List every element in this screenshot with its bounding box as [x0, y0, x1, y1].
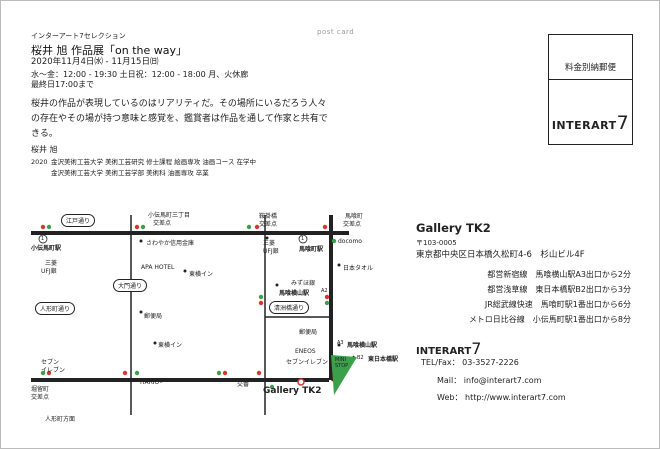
exit-label-a2: A2: [321, 288, 328, 294]
label-docomo: docomo: [338, 238, 362, 245]
access-map: [31, 215, 357, 415]
label-ufj-2: 三菱: [45, 260, 58, 267]
access-line-1: 都営新宿線 馬喰横山駅A3出口から2分: [487, 270, 631, 279]
label-apa-hotel: APA HOTEL: [141, 264, 175, 271]
label-mini-stop-b: STOP: [335, 363, 349, 369]
label-horidome-a: 堀留町: [31, 386, 50, 393]
contact-mail: Mail： info@interart7.com: [437, 376, 542, 385]
gallery-zip: 〒103-0005: [416, 239, 457, 247]
label-hario: HARIO: [140, 379, 160, 386]
education-text: 金沢美術工芸大学 美術工芸研究 修士課程 絵画専攻 油画コース 在学中: [51, 158, 257, 166]
station-area-green: [331, 355, 357, 395]
exhibition-title: 桜井 旭 作品展「on the way」: [31, 44, 187, 57]
gallery-marker: [297, 378, 305, 386]
access-line-2: 都営浅草線 東日本橋駅B2出口から3分: [487, 285, 631, 294]
traffic-signals: [40, 224, 337, 390]
label-bakuroyokoyama-station: 馬喰横山駅: [279, 290, 310, 297]
label-higashinihonbashi-station: 東日本橋駅: [368, 356, 399, 363]
road-label-kiyosu: 清洲橋通り: [269, 301, 310, 314]
label-seven-eleven-1: セブンイレブン: [286, 359, 329, 366]
road-label-edo: 江戸通り: [61, 214, 96, 227]
mail-link[interactable]: info@interart7.com: [463, 376, 542, 385]
gallery-name: Gallery TK2: [416, 221, 491, 235]
postage-stamp-box: 料金別納郵便 INTERART7: [548, 34, 633, 145]
exit-label-1b: 1: [301, 236, 305, 242]
label-mini-stop-a: MINI: [335, 357, 347, 363]
gallery-logo: INTERART7: [416, 339, 482, 358]
label-koban: 交番: [237, 381, 250, 388]
label-post-office-2: 郵便局: [299, 329, 318, 336]
label-gallery-on-map: Gallery TK2: [263, 386, 322, 396]
education-text: 金沢美術工芸大学 美術工芸学部 美術科 油画専攻 卒業: [51, 169, 209, 177]
contact-tel: TEL/Fax： 03-3527-2226: [421, 358, 519, 367]
label-mizuho-bank: みずほ銀: [291, 280, 316, 287]
label-sawayaka-bank: さわやか信用金庫: [146, 240, 195, 247]
road-label-ningyo: 人形町通り: [35, 302, 76, 315]
access-line-3: JR総武線快速 馬喰町駅1番出口から6分: [484, 300, 631, 309]
label-toyoko-inn-1: 東横イン: [189, 271, 214, 278]
label-eneos: ENEOS: [295, 348, 316, 355]
stamp-brand-logo: INTERART7: [551, 112, 630, 134]
education-year: 2020: [31, 158, 48, 166]
label-bakurocho-cross: 馬喰町: [345, 213, 364, 220]
label-ufj-2b: UFJ銀: [41, 268, 57, 275]
label-horidome-b: 交差点: [31, 394, 50, 401]
label-nihon-towel: 日本タオル: [343, 265, 374, 272]
web-link[interactable]: http://www.interart7.com: [465, 393, 566, 402]
label-kodenmacho-station: 小伝馬町駅: [31, 245, 62, 252]
label-ufj-1: 三菱: [263, 240, 276, 247]
contact-web: Web： http://www.interart7.com: [437, 393, 566, 402]
gallery-address: 東京都中央区日本橋久松町4-6 杉山ビル4F: [416, 250, 585, 260]
road-label-omon: 大門通り: [113, 279, 148, 292]
label-koshiten: 交差点: [259, 221, 278, 228]
exit-label-b2: B2: [357, 355, 364, 361]
last-day-hours: 最終日17:00まで: [31, 80, 95, 89]
label-koshiten: 交差点: [343, 221, 362, 228]
station-marker-1a: [38, 234, 48, 244]
label-seven-eleven-2b: イレブン: [41, 367, 66, 374]
label-koshiten: 交差点: [153, 220, 172, 227]
postcard-label: post card: [317, 28, 355, 36]
label-kodenmacho-sanchome: 小伝馬町三丁目: [148, 212, 191, 219]
label-toyoko-inn-2: 東横イン: [158, 342, 183, 349]
tel-value[interactable]: 03-3527-2226: [462, 358, 519, 367]
exit-label-1a: 1: [41, 236, 45, 242]
label-asakusabashi: 鞍掛橋: [259, 213, 278, 220]
station-marker-1b: [298, 234, 308, 244]
stamp-divider: [549, 79, 632, 80]
exhibition-dates: 2020年11月4日㈬ - 11月15日㈰: [31, 57, 159, 67]
postage-paid-label: 料金別納郵便: [564, 63, 616, 73]
label-bakuroyokoyama-a3: 馬喰横山駅: [347, 342, 378, 349]
series-title: インターアート7セレクション: [31, 32, 126, 40]
label-bakurocho-station: 馬喰町駅: [299, 246, 324, 253]
exhibition-description: 桜井の作品が表現しているのはリアリティだ。その場所にいるだろう人々の存在やその場…: [31, 99, 328, 139]
label-ningyocho-direction: 人形町方面: [45, 416, 76, 423]
artist-education-2: 金沢美術工芸大学 美術工芸学部 美術科 油画専攻 卒業: [31, 167, 209, 177]
label-post-office-1: 郵便局: [144, 313, 163, 320]
label-seven-eleven-2a: セブン: [41, 359, 60, 366]
artist-name: 桜井 旭: [31, 145, 58, 154]
exit-label-a3: A3: [337, 340, 344, 346]
opening-hours: 水～金：12:00 - 19:30 土日祝：12:00 - 18:00 月、火休…: [31, 70, 249, 79]
label-ufj-1b: UFJ銀: [263, 248, 279, 255]
access-line-4: メトロ日比谷線 小伝馬町駅1番出口から8分: [468, 315, 631, 324]
